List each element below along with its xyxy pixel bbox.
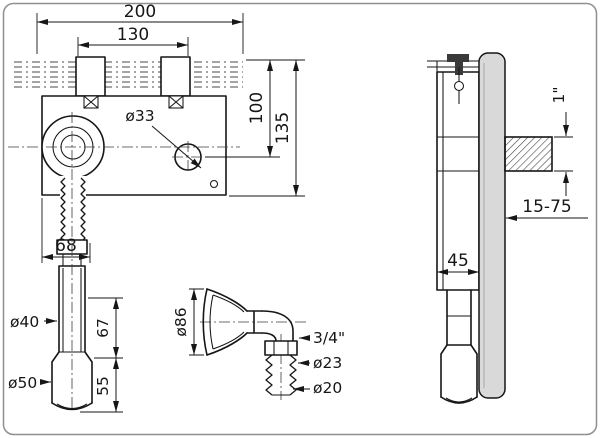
elbow-inner [261, 332, 277, 342]
elbow-outer [261, 310, 294, 342]
dim-body-depth-label: 45 [447, 251, 469, 271]
mounting-rail-hatch [14, 61, 243, 88]
thread-size-label: 3/4" [313, 329, 345, 347]
dim-trap-width-label: 68 [55, 236, 77, 256]
front-view-dimensions: 200 130 100 135 ø33 68 ø40 67 55 ø50 [8, 2, 305, 413]
socket-flare [51, 351, 93, 404]
front-view [8, 56, 243, 411]
side-view-dimensions: 1" 15-75 45 [437, 87, 588, 275]
corrugated-hose-right [80, 177, 86, 243]
connector-neck [246, 310, 263, 334]
side-socket [440, 344, 478, 398]
mounting-block-right [160, 56, 191, 97]
side-socket-bottom-inner [445, 397, 473, 403]
rosette-diameter-label: ø86 [172, 307, 190, 336]
bracket-hook [447, 54, 469, 62]
side-pipe [446, 289, 472, 346]
rosette-bell-top [206, 288, 248, 312]
dim-1in-ext [554, 136, 573, 172]
drain-screw [209, 179, 219, 189]
mounting-block-left [75, 56, 106, 97]
dim-outlet-height-label: 100 [247, 92, 267, 124]
dim-bolt-spacing-label: 130 [117, 25, 149, 45]
side-socket-bottom [440, 396, 478, 404]
pipe-diameter-label: ø40 [10, 313, 39, 331]
fixing-bolt-right [168, 95, 184, 109]
dim-pipe-upper-label: 67 [94, 318, 112, 338]
socket-diameter-label: ø50 [8, 374, 37, 392]
bracket-bolt-head [453, 80, 465, 92]
dim-total-width-label: 200 [124, 2, 156, 22]
dim-pipe-lower-label: 55 [94, 376, 112, 396]
fixing-bolt-left [83, 95, 99, 109]
wall-plate [478, 52, 506, 399]
rosette-bell-face [202, 288, 208, 356]
thread-nut [264, 340, 298, 356]
nozzle-diameter-label: ø20 [313, 379, 342, 397]
waste-pipe-inner [59, 268, 85, 353]
dim-68-ext [41, 198, 91, 263]
threaded-spout [504, 136, 553, 172]
dim-total-height-label: 135 [273, 112, 293, 144]
side-view [427, 52, 553, 404]
thread-nut-facets [273, 341, 289, 355]
connector-detail [200, 288, 308, 400]
socket-bottom-inner [56, 403, 88, 410]
spout-thread-label: 1" [550, 87, 568, 104]
corrugated-hose-left [60, 177, 66, 243]
outlet-dia-leader [151, 125, 202, 169]
mounting-bracket [427, 60, 479, 72]
side-body [436, 71, 480, 291]
barb-hose-left [265, 354, 273, 396]
hose-diameter-label: ø23 [313, 354, 342, 372]
rosette-bell-inner [209, 294, 245, 350]
rosette-bell-bottom [206, 332, 248, 356]
connector-detail-dimensions: ø86 3/4" ø23 ø20 [172, 288, 345, 397]
mounting-range-label: 15-75 [522, 197, 571, 217]
outlet-diameter-label: ø33 [125, 107, 154, 125]
socket-bottom [51, 402, 93, 411]
side-body-inner [437, 72, 479, 290]
